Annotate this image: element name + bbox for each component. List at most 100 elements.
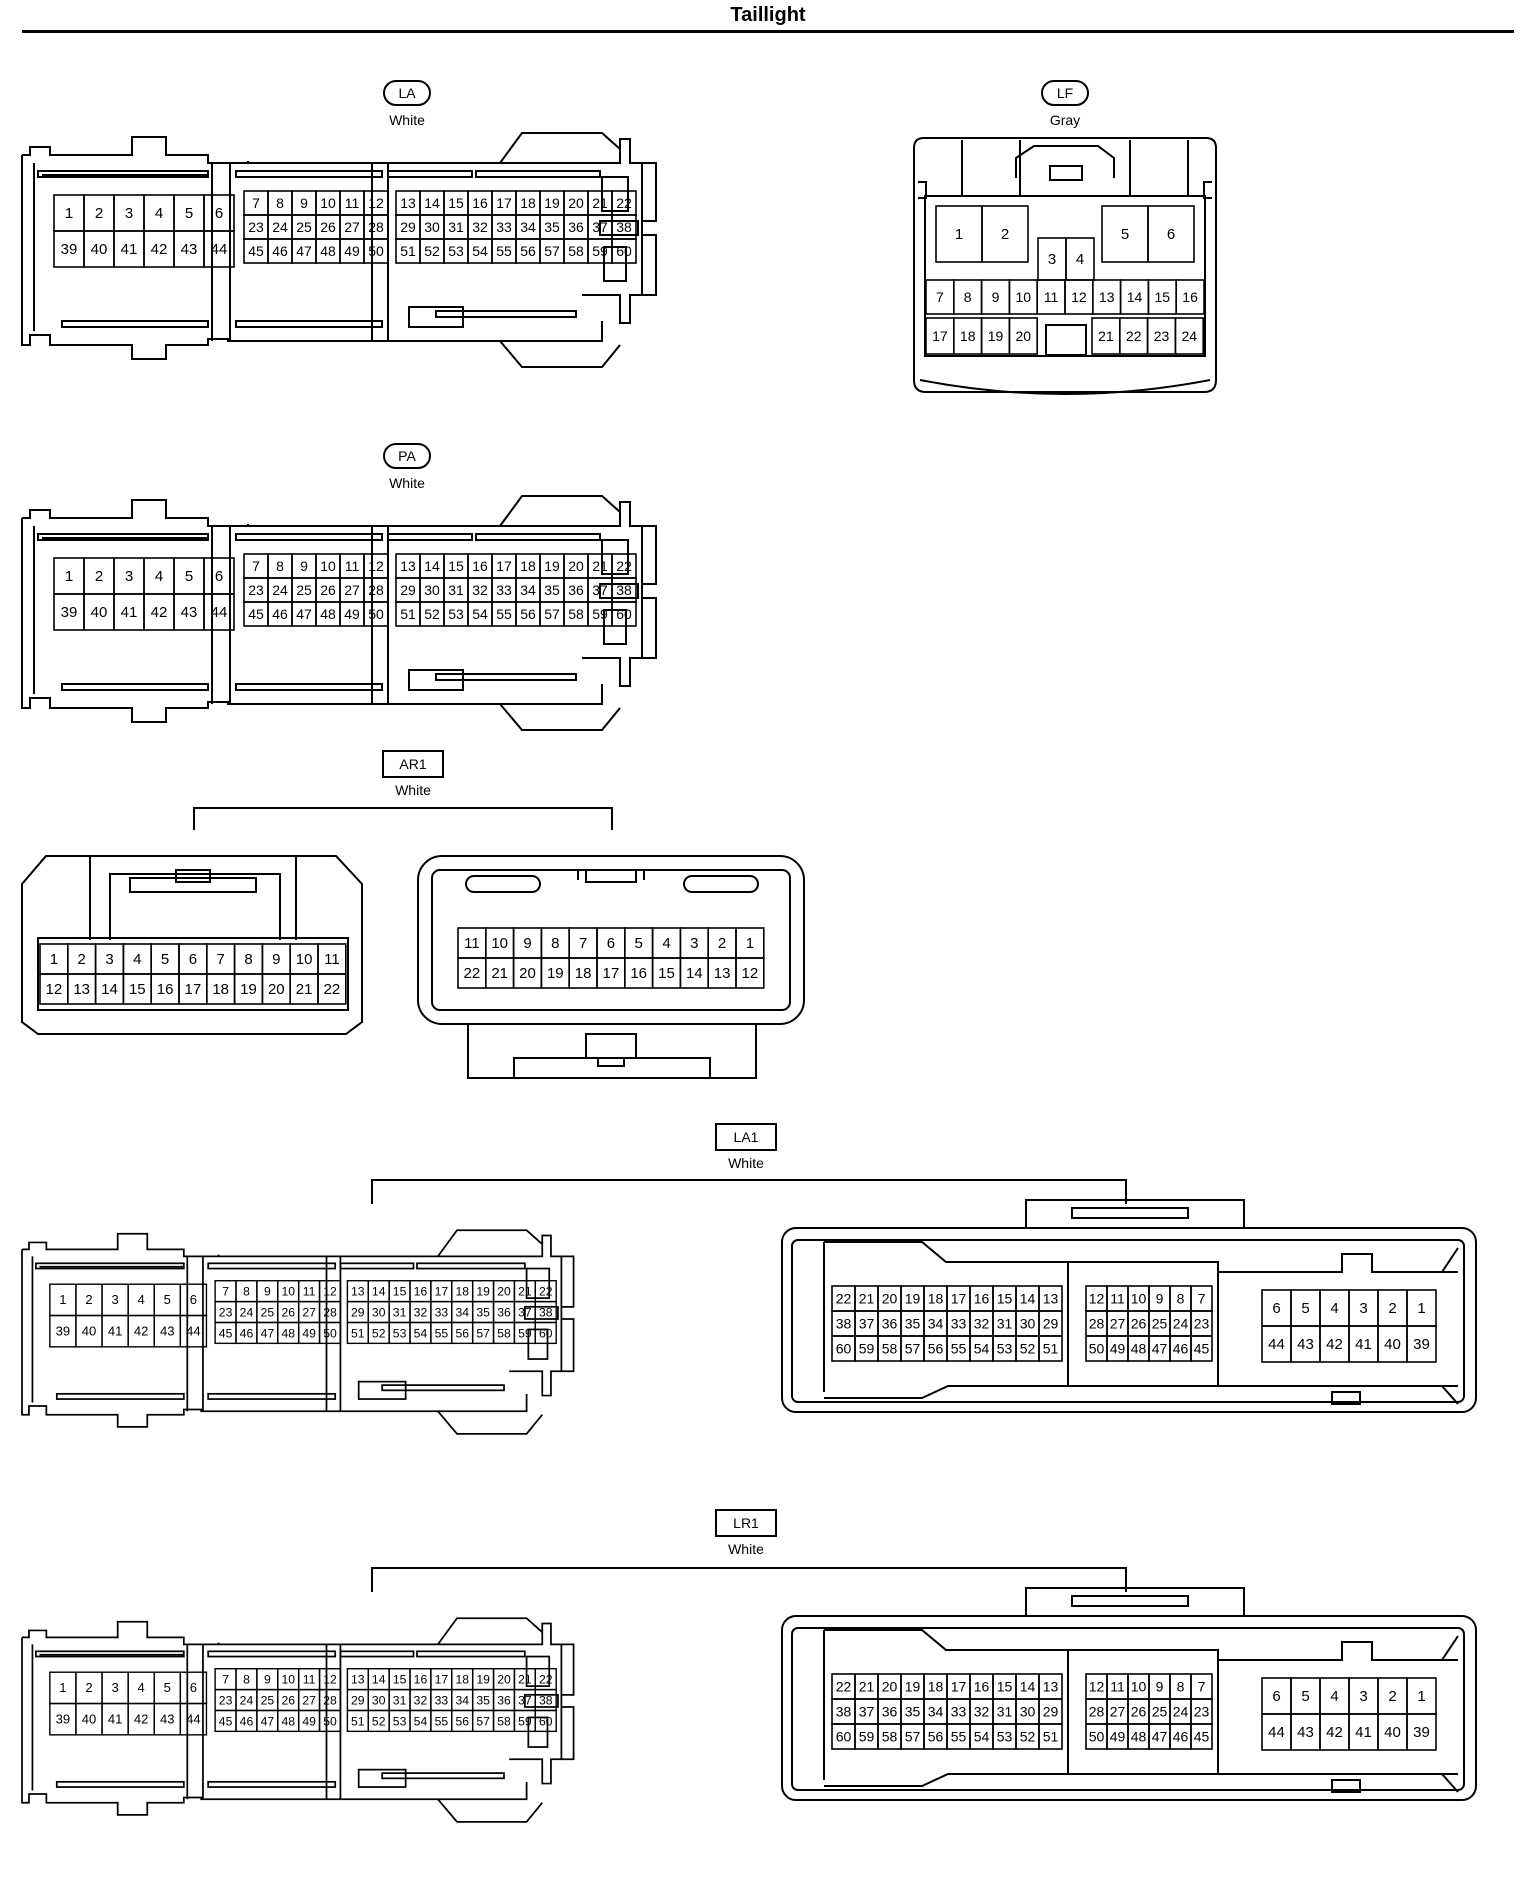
pin-number: 38 <box>836 1704 852 1720</box>
pin-number: 37 <box>859 1316 875 1332</box>
pin-cell: 46 <box>267 601 293 627</box>
pin-number: 8 <box>276 558 284 574</box>
pin-cell: 31 <box>388 1300 411 1324</box>
pin-number: 16 <box>414 1673 428 1687</box>
pin-number: 51 <box>1043 1341 1059 1357</box>
pin-number: 54 <box>472 243 488 259</box>
pin-cell: 23 <box>214 1688 237 1712</box>
pin-cell: 47 <box>256 1709 279 1733</box>
pin-cell: 45 <box>214 1321 237 1345</box>
pin-cell: 34 <box>451 1688 474 1712</box>
pin-number: 17 <box>951 1291 967 1307</box>
pin-number: 11 <box>345 558 360 574</box>
pin-number: 17 <box>496 195 512 211</box>
pin-number: 45 <box>248 243 264 259</box>
pin-number: 27 <box>344 582 360 598</box>
pin-cell: 18 <box>923 1285 948 1312</box>
pin-number: 14 <box>101 981 118 998</box>
pin-cell: 3 <box>101 1671 129 1705</box>
pin-number: 48 <box>1131 1341 1147 1357</box>
pin-cell: 30 <box>367 1688 390 1712</box>
pin-number: 6 <box>1272 1300 1280 1317</box>
pin-cell: 60 <box>534 1709 557 1733</box>
pin-number: 29 <box>1043 1316 1059 1332</box>
pin-cell: 16 <box>409 1668 432 1691</box>
pin-cell: 12 <box>363 190 389 216</box>
pin-number: 58 <box>882 1729 898 1745</box>
pin-number: 9 <box>300 195 308 211</box>
pin-cell: 43 <box>173 593 205 631</box>
pin-number: 36 <box>497 1693 511 1707</box>
pin-number: 22 <box>1126 328 1142 344</box>
pin-cell: 46 <box>235 1321 258 1345</box>
pin-number: 54 <box>414 1714 428 1728</box>
connector-LA-color: White <box>389 112 425 128</box>
pin-number: 54 <box>414 1326 428 1340</box>
pin-cell: 39 <box>53 230 85 268</box>
pin-cell: 27 <box>1106 1310 1129 1337</box>
pin-cell: 7 <box>214 1668 237 1691</box>
pin-number: 45 <box>1194 1729 1210 1745</box>
pin-number: 24 <box>1173 1704 1189 1720</box>
pin-number: 20 <box>882 1679 898 1695</box>
pin-number: 15 <box>1155 289 1171 305</box>
pin-number: 59 <box>859 1341 875 1357</box>
pin-number: 1 <box>59 1680 66 1695</box>
pin-number: 9 <box>272 951 280 968</box>
pin-cell: 5 <box>1101 205 1149 263</box>
pin-number: 52 <box>1020 1729 1036 1745</box>
connector-LR1-bracket <box>371 1567 1127 1592</box>
pin-number: 8 <box>243 1285 250 1299</box>
connector-PA-housing <box>21 495 657 731</box>
pin-number: 40 <box>91 241 108 258</box>
pin-cell: 11 <box>297 1280 321 1303</box>
pin-cell: 1 <box>735 927 765 959</box>
pin-number: 49 <box>1110 1729 1126 1745</box>
pin-number: 39 <box>1413 1724 1430 1741</box>
pin-number: 34 <box>455 1693 469 1707</box>
pin-number: 19 <box>547 965 564 982</box>
pin-number: 26 <box>281 1305 295 1319</box>
pin-number: 29 <box>1043 1704 1059 1720</box>
pin-number: 23 <box>1154 328 1170 344</box>
pin-cell: 55 <box>430 1709 453 1733</box>
pin-cell: 9 <box>291 553 317 579</box>
pin-number: 51 <box>400 243 416 259</box>
pin-number: 55 <box>435 1714 449 1728</box>
pin-number: 43 <box>160 1712 175 1727</box>
pin-cell: 4 <box>122 943 153 975</box>
connector-LR1-ecu-housing <box>21 1617 575 1823</box>
pin-cell: 45 <box>243 238 269 264</box>
pin-number: 31 <box>448 219 464 235</box>
connector-LR1-code: LR1 <box>733 1515 759 1531</box>
pin-number: 53 <box>393 1714 407 1728</box>
pin-cell: 4 <box>1319 1677 1350 1715</box>
pin-cell: 1 <box>53 194 85 232</box>
pin-number: 56 <box>928 1729 944 1745</box>
pin-number: 20 <box>268 981 285 998</box>
pin-number: 16 <box>472 558 488 574</box>
pin-cell: 14 <box>419 553 445 579</box>
pin-number: 5 <box>185 205 193 222</box>
pin-number: 20 <box>497 1285 511 1299</box>
pin-cell: 46 <box>267 238 293 264</box>
pin-cell: 18 <box>923 1673 948 1700</box>
pin-number: 3 <box>111 1680 118 1695</box>
pin-cell: 23 <box>214 1300 237 1324</box>
pin-number: 7 <box>1198 1679 1206 1695</box>
pin-number: 1 <box>1417 1300 1425 1317</box>
pin-number: 38 <box>539 1305 553 1319</box>
pin-number: 24 <box>240 1305 254 1319</box>
pin-cell: 58 <box>492 1709 516 1733</box>
pin-number: 56 <box>455 1714 469 1728</box>
pin-number: 30 <box>372 1693 386 1707</box>
pin-number: 44 <box>186 1712 201 1727</box>
pin-number: 1 <box>65 568 73 585</box>
pin-cell: 54 <box>409 1709 432 1733</box>
pin-cell: 11 <box>1106 1673 1129 1700</box>
pin-cell: 10 <box>289 943 319 975</box>
pin-number: 40 <box>1384 1336 1401 1353</box>
pin-cell: 24 <box>1169 1698 1192 1725</box>
pin-number: 7 <box>252 558 260 574</box>
